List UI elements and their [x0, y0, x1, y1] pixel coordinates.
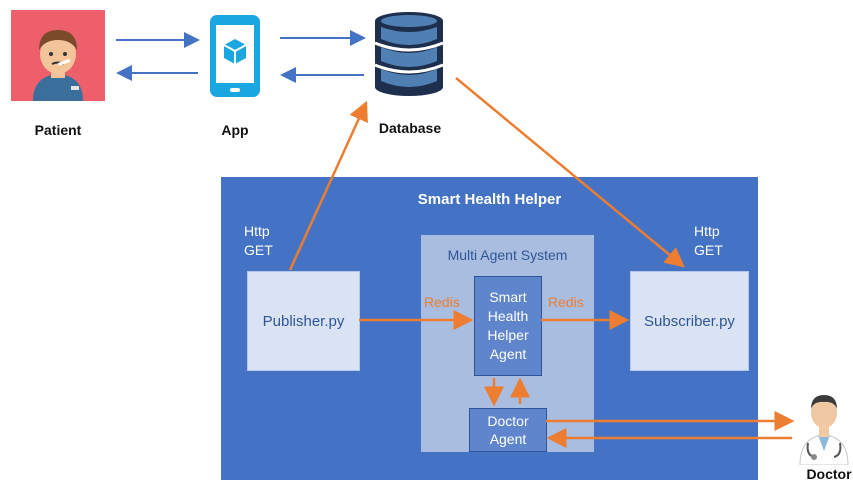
agent-line2: Health — [487, 308, 529, 324]
http-get-left: Http GET — [244, 222, 273, 260]
subscriber-label: Subscriber.py — [644, 312, 735, 330]
publisher-box: Publisher.py — [247, 271, 360, 371]
database-label: Database — [378, 120, 442, 136]
http-right-line1: Http — [694, 223, 720, 239]
doctor-agent-line2: Agent — [489, 431, 527, 447]
agent-line1: Smart — [489, 289, 527, 305]
http-get-right: Http GET — [694, 222, 723, 260]
doctor-agent-line1: Doctor — [487, 413, 529, 429]
mas-title: Multi Agent System — [447, 247, 568, 263]
doctor-agent-box: Doctor Agent — [469, 408, 547, 452]
http-right-line2: GET — [694, 242, 723, 258]
database-icon — [373, 11, 445, 97]
phone-app-icon — [208, 14, 262, 98]
publisher-label: Publisher.py — [262, 312, 345, 330]
smart-health-helper-agent-box: Smart Health Helper Agent — [474, 276, 542, 376]
patient-label: Patient — [34, 122, 82, 138]
system-title: Smart Health Helper — [417, 191, 562, 208]
http-left-line1: Http — [244, 223, 270, 239]
agent-line4: Agent — [489, 346, 527, 362]
http-left-line2: GET — [244, 242, 273, 258]
doctor-label: Doctor — [806, 466, 852, 482]
redis-right-label: Redis — [548, 294, 584, 310]
patient-icon — [11, 10, 105, 101]
app-label: App — [221, 122, 249, 138]
redis-left-label: Redis — [424, 294, 460, 310]
doctor-icon — [796, 385, 852, 466]
subscriber-box: Subscriber.py — [630, 271, 749, 371]
agent-line3: Helper — [487, 327, 529, 343]
